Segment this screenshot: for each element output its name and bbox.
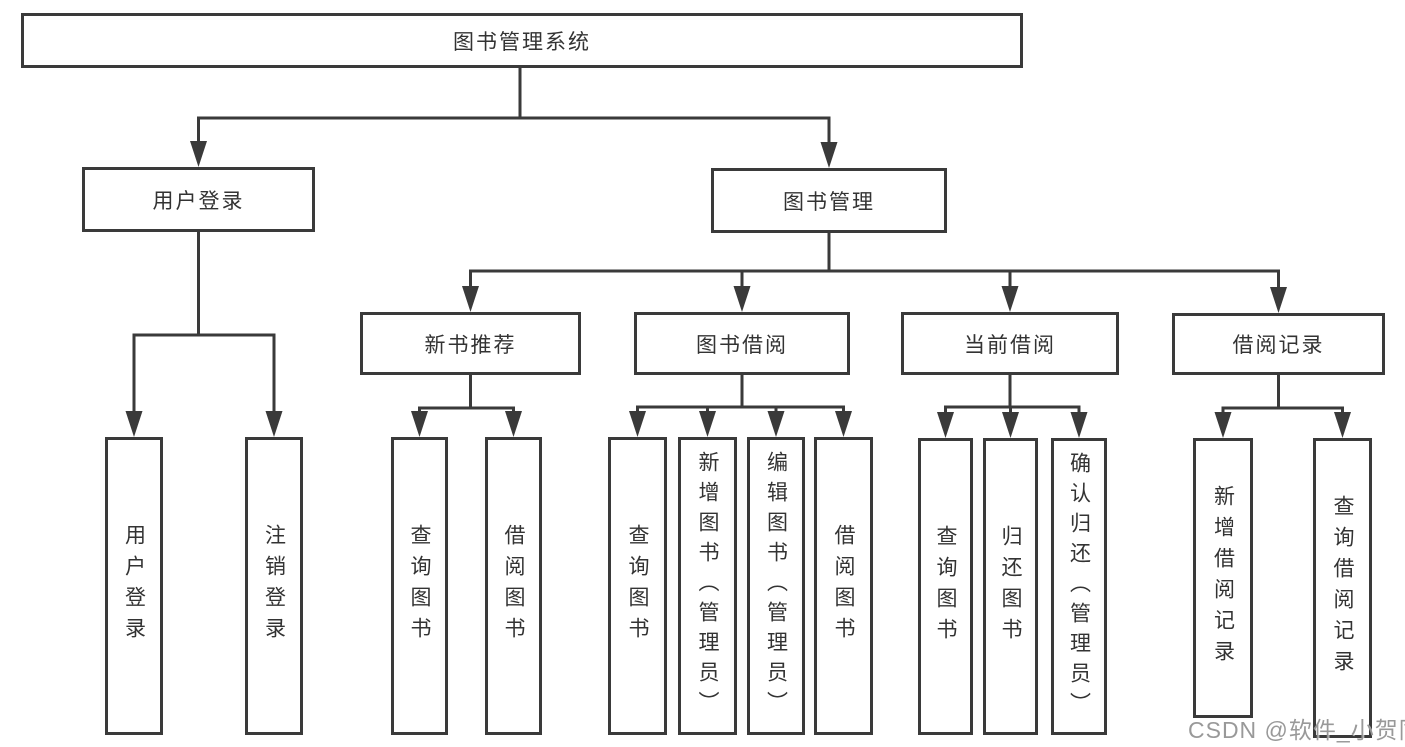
- node-current-borrow: 当前借阅: [901, 312, 1119, 375]
- leaf-query-borrow-record: 查询借阅记录: [1313, 438, 1372, 738]
- leaf-query-books-recommend: 查询图书: [391, 437, 448, 735]
- leaf-label: 归还图书: [999, 524, 1022, 649]
- leaf-query-books-borrow: 查询图书: [608, 437, 667, 735]
- leaf-label: 新增借阅记录: [1211, 485, 1235, 671]
- leaf-label: 注销登录: [262, 524, 286, 648]
- node-new-book-recommend: 新书推荐: [360, 312, 581, 375]
- leaf-label: 编辑图书（管理员）: [764, 451, 788, 721]
- node-borrow-records: 借阅记录: [1172, 313, 1385, 375]
- node-book-management: 图书管理: [711, 168, 947, 233]
- leaf-user-login: 用户登录: [105, 437, 163, 735]
- leaf-edit-books-admin: 编辑图书（管理员）: [747, 437, 805, 735]
- node-library-management-system: 图书管理系统: [21, 13, 1023, 68]
- node-user-login: 用户登录: [82, 167, 315, 232]
- leaf-borrow-books-recommend: 借阅图书: [485, 437, 542, 735]
- leaf-add-borrow-record: 新增借阅记录: [1193, 438, 1253, 718]
- leaf-logout: 注销登录: [245, 437, 303, 735]
- leaf-borrow-books: 借阅图书: [814, 437, 873, 735]
- leaf-label: 借阅图书: [832, 524, 855, 648]
- leaf-label: 查询图书: [934, 524, 957, 649]
- leaf-add-books-admin: 新增图书（管理员）: [678, 437, 737, 735]
- leaf-label: 新增图书（管理员）: [696, 451, 719, 721]
- leaf-label: 用户登录: [122, 524, 146, 648]
- leaf-label: 借阅图书: [502, 524, 525, 648]
- node-book-borrow: 图书借阅: [634, 312, 850, 375]
- leaf-confirm-return-admin: 确认归还（管理员）: [1051, 438, 1107, 735]
- csdn-watermark: CSDN @软件_小贺同学: [1188, 717, 1405, 743]
- leaf-query-books-current: 查询图书: [918, 438, 973, 735]
- leaf-label: 查询图书: [626, 524, 649, 648]
- leaf-label: 查询图书: [408, 524, 431, 648]
- leaf-return-books: 归还图书: [983, 438, 1038, 735]
- leaf-label: 确认归还（管理员）: [1067, 451, 1091, 722]
- leaf-label: 查询借阅记录: [1331, 495, 1354, 681]
